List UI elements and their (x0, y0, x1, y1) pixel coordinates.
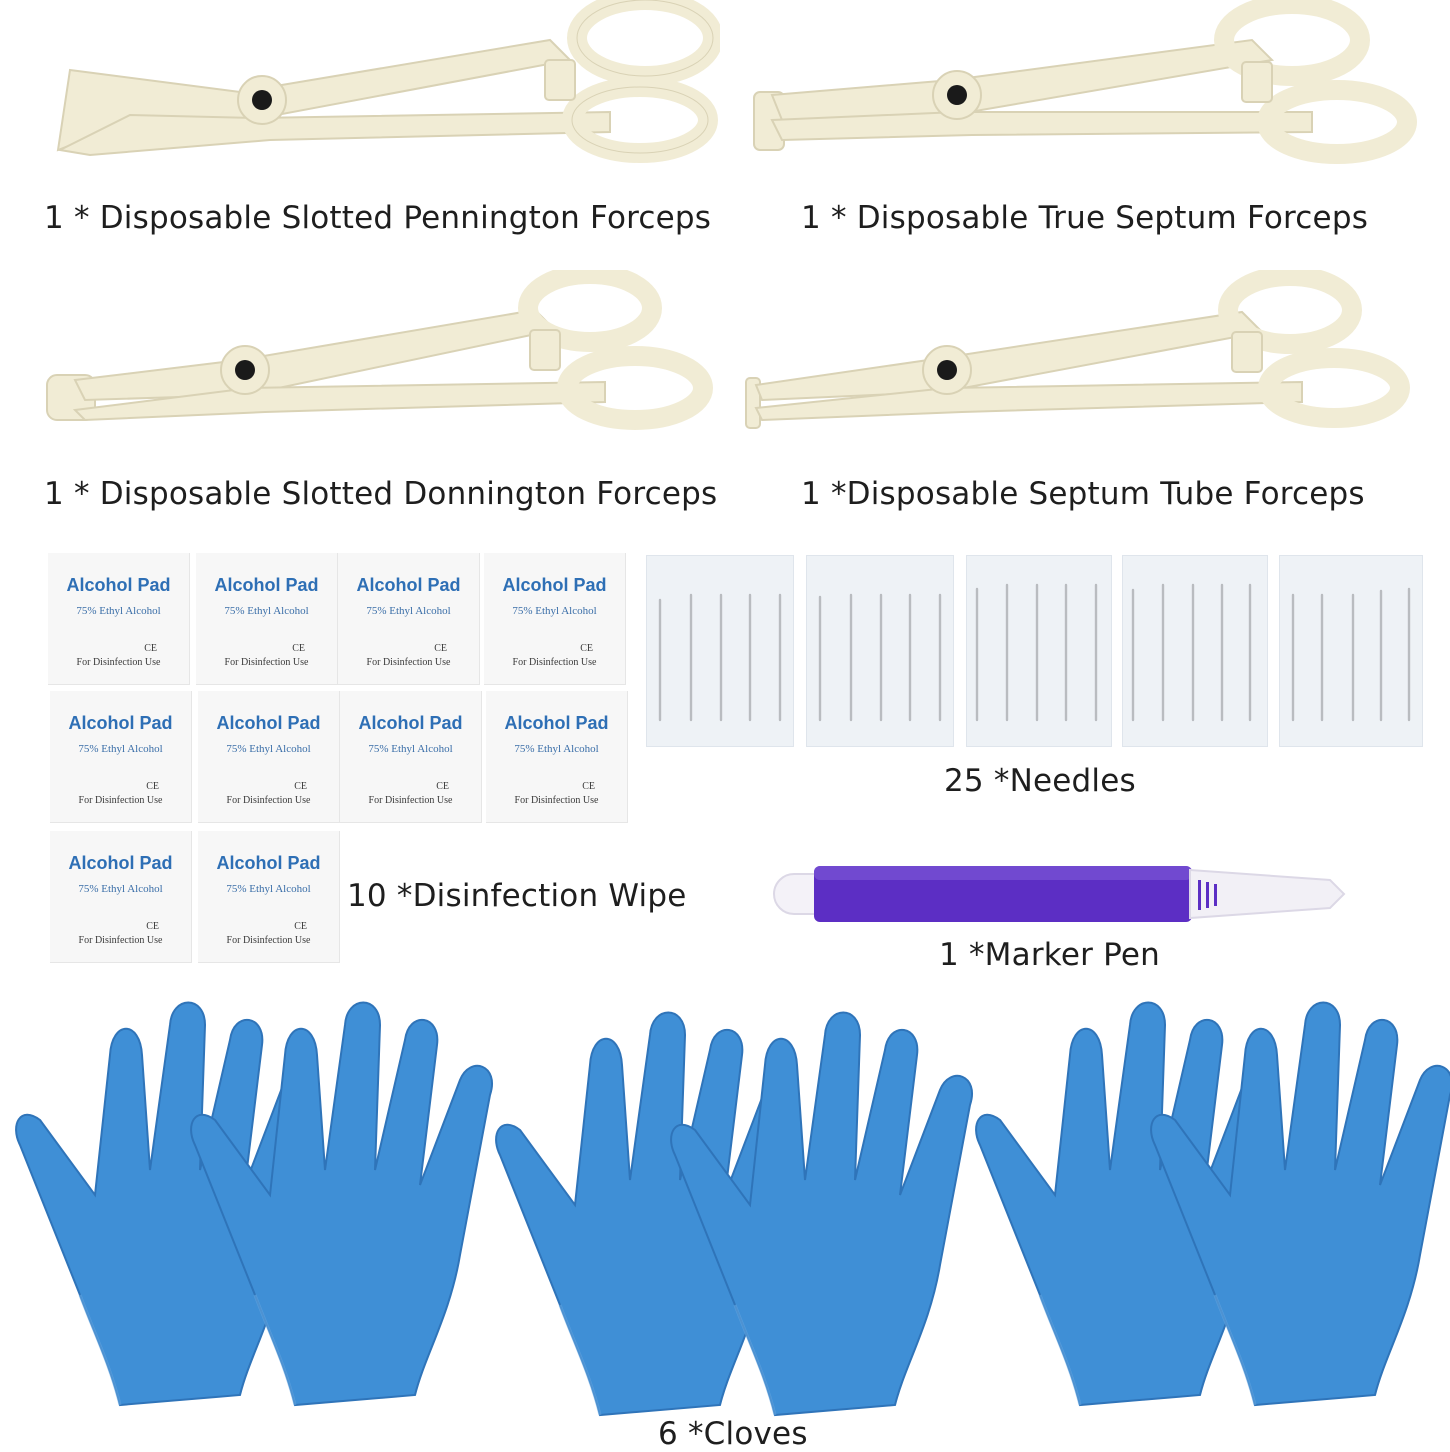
alcohol-pad: Alcohol Pad 75% Ethyl Alcohol CE For Dis… (340, 691, 482, 823)
needles-label: 25 *Needles (944, 763, 1136, 799)
alcohol-pad: Alcohol Pad 75% Ethyl Alcohol CE For Dis… (50, 691, 192, 823)
ce-mark: CE (146, 921, 159, 932)
pad-subtitle: 75% Ethyl Alcohol (368, 743, 453, 755)
pad-title: Alcohol Pad (68, 853, 173, 873)
pad-usage: For Disinfection Use (76, 657, 161, 668)
ce-mark: CE (580, 643, 593, 654)
pad-usage: For Disinfection Use (226, 795, 311, 806)
needle-pack (1122, 555, 1268, 747)
alcohol-pad: Alcohol Pad 75% Ethyl Alcohol CE For Dis… (486, 691, 628, 823)
pad-title: Alcohol Pad (66, 575, 171, 595)
pad-subtitle: 75% Ethyl Alcohol (224, 605, 309, 617)
pad-subtitle: 75% Ethyl Alcohol (78, 883, 163, 895)
alcohol-pad: Alcohol Pad 75% Ethyl Alcohol CE For Dis… (484, 553, 626, 685)
pennington-forceps-image (56, 0, 720, 163)
pad-usage: For Disinfection Use (226, 935, 311, 946)
septum-tube-forceps-label: 1 *Disposable Septum Tube Forceps (801, 476, 1365, 512)
pad-usage: For Disinfection Use (514, 795, 599, 806)
ce-mark: CE (292, 643, 305, 654)
alcohol-pad: Alcohol Pad 75% Ethyl Alcohol CE For Dis… (50, 831, 192, 963)
disinfection-wipe-label: 10 *Disinfection Wipe (347, 878, 687, 914)
gloves-image (14, 1001, 1450, 1417)
gloves-label: 6 *Cloves (658, 1416, 808, 1452)
pad-usage: For Disinfection Use (224, 657, 309, 668)
marker-pen-label: 1 *Marker Pen (939, 937, 1160, 973)
alcohol-pad: Alcohol Pad 75% Ethyl Alcohol CE For Dis… (48, 553, 190, 685)
donnington-forceps-label: 1 * Disposable Slotted Donnington Forcep… (44, 476, 718, 512)
ce-mark: CE (436, 781, 449, 792)
marker-pen-image (773, 866, 1346, 922)
pad-title: Alcohol Pad (214, 575, 319, 595)
pad-subtitle: 75% Ethyl Alcohol (78, 743, 163, 755)
pad-subtitle: 75% Ethyl Alcohol (226, 743, 311, 755)
true-septum-forceps-label: 1 * Disposable True Septum Forceps (801, 200, 1369, 236)
pad-subtitle: 75% Ethyl Alcohol (76, 605, 161, 617)
ce-mark: CE (146, 781, 159, 792)
pad-usage: For Disinfection Use (512, 657, 597, 668)
needle-pack (1279, 555, 1423, 747)
needle-pack (966, 555, 1112, 747)
ce-mark: CE (582, 781, 595, 792)
pennington-forceps-label: 1 * Disposable Slotted Pennington Forcep… (44, 200, 712, 236)
pad-title: Alcohol Pad (504, 713, 609, 733)
pad-subtitle: 75% Ethyl Alcohol (366, 605, 451, 617)
septum-tube-forceps-image (745, 270, 1410, 429)
pad-usage: For Disinfection Use (366, 657, 451, 668)
donnington-forceps-image (46, 270, 713, 430)
ce-mark: CE (294, 921, 307, 932)
ce-mark: CE (294, 781, 307, 792)
pad-subtitle: 75% Ethyl Alcohol (514, 743, 599, 755)
pad-usage: For Disinfection Use (78, 935, 163, 946)
ce-mark: CE (434, 643, 447, 654)
pad-subtitle: 75% Ethyl Alcohol (226, 883, 311, 895)
alcohol-pad: Alcohol Pad 75% Ethyl Alcohol CE For Dis… (196, 553, 338, 685)
alcohol-pad: Alcohol Pad 75% Ethyl Alcohol CE For Dis… (198, 831, 340, 963)
pad-title: Alcohol Pad (358, 713, 463, 733)
pad-title: Alcohol Pad (216, 713, 321, 733)
pad-title: Alcohol Pad (502, 575, 607, 595)
needles-image (658, 583, 1411, 722)
pad-title: Alcohol Pad (68, 713, 173, 733)
alcohol-pad: Alcohol Pad 75% Ethyl Alcohol CE For Dis… (198, 691, 340, 823)
pad-title: Alcohol Pad (356, 575, 461, 595)
pad-usage: For Disinfection Use (78, 795, 163, 806)
pad-subtitle: 75% Ethyl Alcohol (512, 605, 597, 617)
true-septum-forceps-image (753, 0, 1417, 164)
pad-usage: For Disinfection Use (368, 795, 453, 806)
alcohol-pad: Alcohol Pad 75% Ethyl Alcohol CE For Dis… (338, 553, 480, 685)
pad-title: Alcohol Pad (216, 853, 321, 873)
ce-mark: CE (144, 643, 157, 654)
